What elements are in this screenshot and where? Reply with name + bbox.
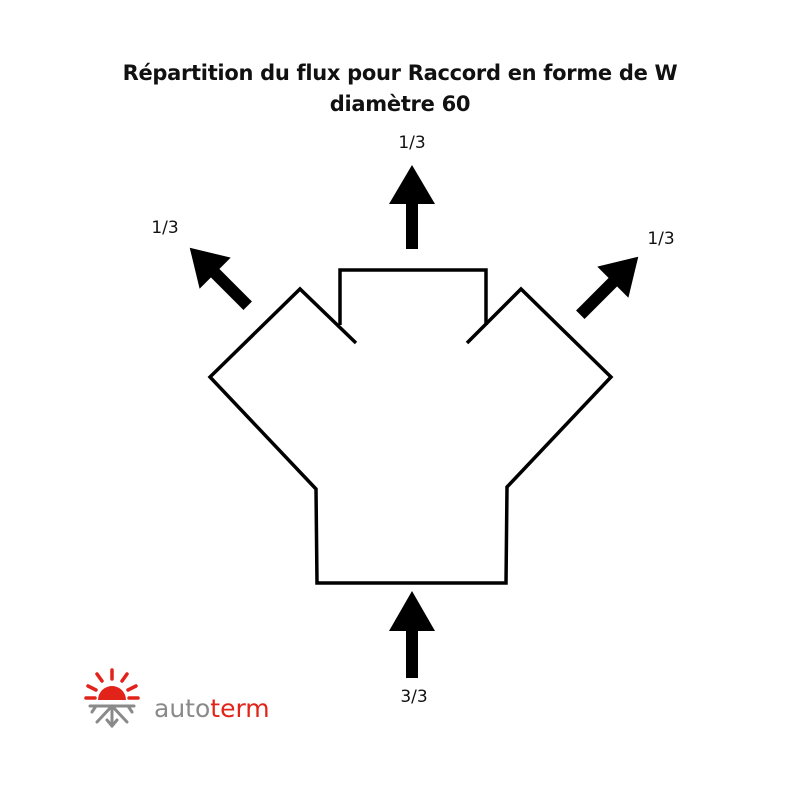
arrow-bottom [389,591,435,678]
flow-label-top: 1/3 [398,133,425,153]
arrow-left [189,247,252,310]
flow-label-bottom: 3/3 [400,687,427,707]
page-title: Répartition du flux pour Raccord en form… [0,58,800,120]
arrow-top [389,165,435,249]
title-line-1: Répartition du flux pour Raccord en form… [122,61,678,85]
brand-wordmark: autoterm [154,694,270,723]
flow-label-right: 1/3 [647,229,674,249]
fitting-center-branch [338,268,488,325]
arrow-right [576,256,639,319]
brand-word-part1: auto [154,694,210,723]
autoterm-logo: autoterm [84,668,270,728]
fitting-outline [207,268,614,585]
sun-snowflake-icon [84,668,140,728]
fitting-body-outline [207,286,614,585]
title-line-2: diamètre 60 [329,92,471,116]
brand-word-part2: term [210,694,269,723]
flow-label-left: 1/3 [151,218,178,238]
